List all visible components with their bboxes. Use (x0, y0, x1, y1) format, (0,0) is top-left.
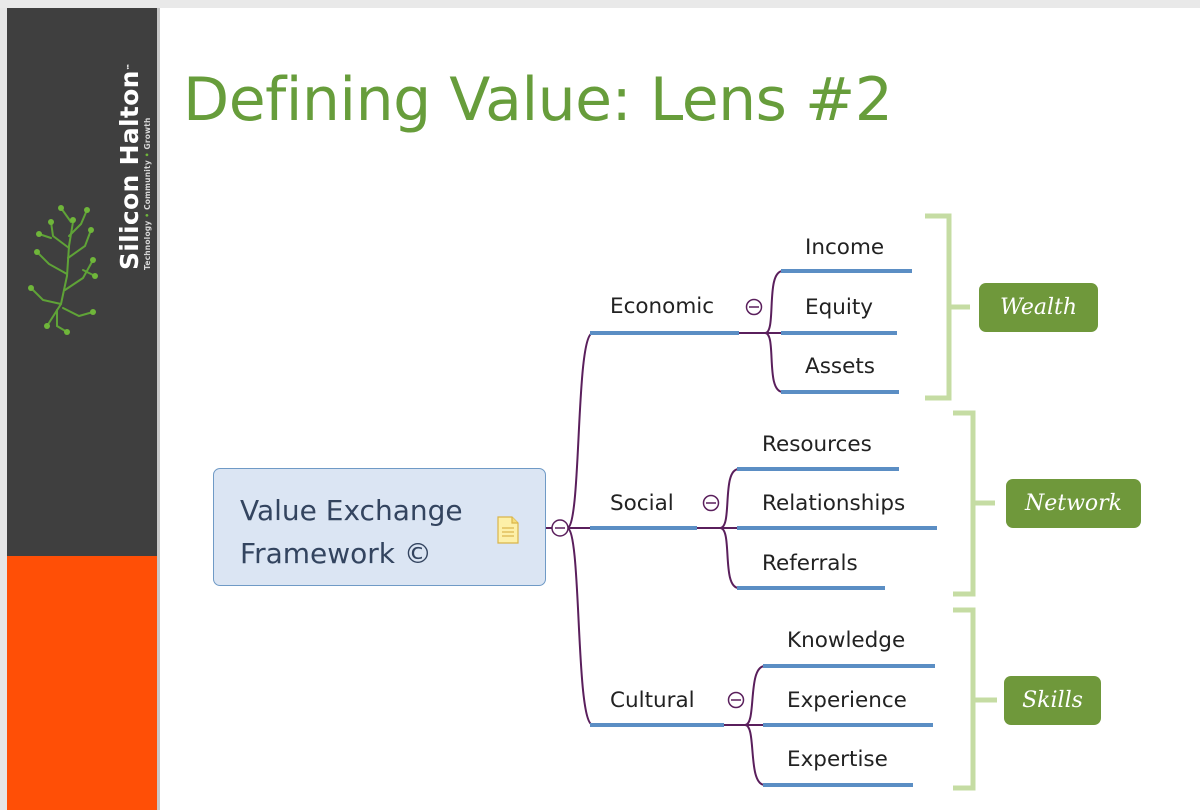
subtopic-assets[interactable]: Assets (805, 354, 875, 379)
sub-connector-assets (764, 332, 784, 393)
subtopic-expertise[interactable]: Expertise (787, 747, 888, 772)
branch-social[interactable]: Social (610, 491, 674, 516)
central-topic-label: Value Exchange Framework © (240, 494, 463, 570)
subtopic-income[interactable]: Income (805, 235, 885, 260)
group-badge-network[interactable]: Network (1006, 479, 1141, 528)
subtopic-equity[interactable]: Equity (805, 295, 873, 320)
slide: Silicon Halton™ Technology • Community •… (7, 8, 1200, 810)
subtopic-knowledge[interactable]: Knowledge (787, 628, 906, 653)
sidebar-dark-panel (7, 8, 157, 556)
window-top-strip (0, 0, 1200, 8)
brand-logo: Silicon Halton™ Technology • Community •… (7, 8, 157, 556)
collapse-social-icon (702, 494, 720, 512)
group-badge-wealth[interactable]: Wealth (979, 283, 1098, 332)
note-icon[interactable] (496, 516, 520, 544)
subtopic-referrals[interactable]: Referrals (762, 551, 858, 576)
sidebar-orange-panel (7, 556, 157, 810)
bracket-wealth (925, 213, 970, 401)
sub-connector-resources (719, 468, 740, 529)
subtopic-resources[interactable]: Resources (762, 432, 872, 457)
bracket-skills (953, 607, 997, 791)
collapse-cultural-icon (727, 691, 745, 709)
branch-cultural[interactable]: Cultural (610, 688, 695, 713)
central-topic-node[interactable]: Value Exchange Framework © (213, 468, 546, 586)
branch-connector-economic (566, 332, 594, 529)
subtopic-experience[interactable]: Experience (787, 688, 907, 713)
slide-title: Defining Value: Lens #2 (183, 65, 893, 135)
sub-connector-knowledge (744, 665, 766, 726)
collapse-central-icon (551, 519, 569, 537)
branch-connector-cultural (566, 527, 594, 726)
bracket-network (953, 410, 995, 597)
sub-connector-income (764, 270, 784, 334)
sidebar-edge (157, 8, 160, 810)
circuit-tree-icon (28, 205, 98, 335)
sub-connector-expertise (744, 724, 766, 786)
sub-connector-referrals (719, 527, 740, 589)
collapse-economic-icon (745, 298, 763, 316)
group-badge-skills[interactable]: Skills (1004, 676, 1101, 725)
mind-map-connectors (545, 213, 997, 791)
branch-economic[interactable]: Economic (610, 294, 715, 319)
subtopic-relationships[interactable]: Relationships (762, 491, 906, 516)
